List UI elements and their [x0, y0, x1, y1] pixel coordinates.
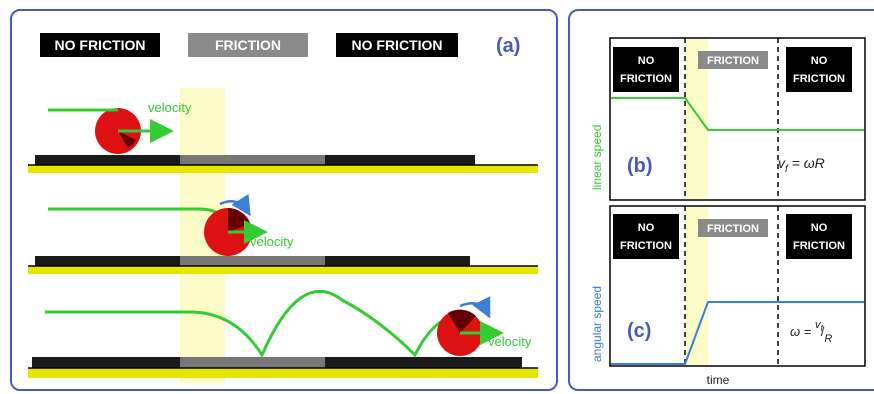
b-region-1-line2: FRICTION	[620, 73, 672, 85]
velocity-label-1: velocity	[148, 100, 192, 115]
c-region-1-line1: NO	[638, 222, 655, 234]
track-3-friction	[180, 357, 325, 368]
b-ylabel: linear speed	[590, 125, 604, 190]
region-label-bg-1	[40, 33, 160, 57]
c-region-3-line2: FRICTION	[793, 240, 845, 252]
track-2-friction	[180, 256, 325, 266]
b-region-1-line1: NO	[638, 55, 655, 67]
region-label-3: NO FRICTION	[352, 37, 443, 53]
floor-2	[28, 266, 538, 274]
c-xlabel: time	[707, 373, 730, 387]
friction-band-c	[685, 207, 708, 365]
velocity-label-3: velocity	[488, 334, 532, 349]
velocity-label-2: velocity	[250, 234, 294, 249]
b-equation: vf = ωR	[778, 155, 825, 175]
panel-c-label: (c)	[627, 320, 651, 342]
friction-band-b	[685, 39, 708, 199]
c-ylabel: angular speed	[590, 286, 604, 362]
region-label-bg-3	[336, 33, 458, 57]
c-region-2: FRICTION	[707, 223, 759, 235]
panel-b-label: (b)	[627, 155, 653, 177]
c-region-1-line2: FRICTION	[620, 240, 672, 252]
region-label-2: FRICTION	[215, 37, 281, 53]
floor-1	[28, 165, 538, 173]
floor-3	[28, 368, 538, 378]
b-region-3-line2: FRICTION	[793, 73, 845, 85]
c-equation: ω = vf/R	[790, 319, 832, 345]
region-label-bg-2	[188, 33, 308, 57]
track-1-friction	[180, 155, 325, 165]
b-region-2: FRICTION	[707, 55, 759, 67]
b-region-3-line1: NO	[811, 55, 828, 67]
linear-speed-curve	[611, 97, 864, 131]
region-label-1: NO FRICTION	[55, 37, 146, 53]
c-region-3-line1: NO	[811, 222, 828, 234]
panel-a-label: (a)	[496, 35, 520, 57]
angular-speed-curve	[611, 301, 864, 365]
